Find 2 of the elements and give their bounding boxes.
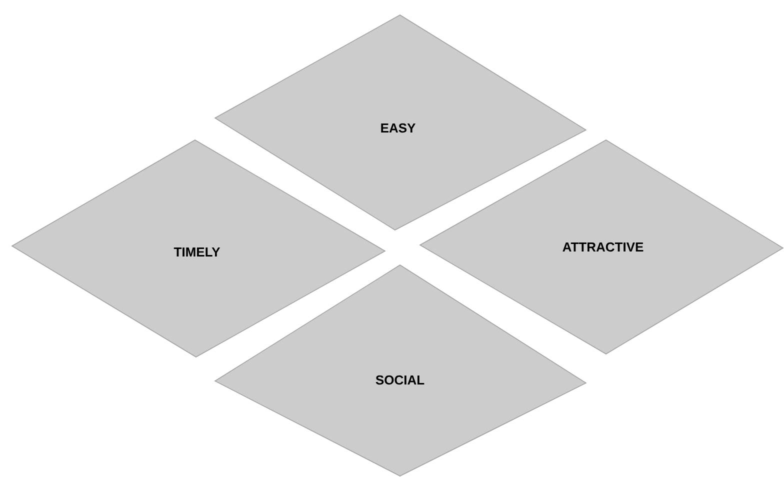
node-label: ATTRACTIVE — [562, 242, 644, 252]
node-label: SOCIAL — [376, 375, 424, 385]
